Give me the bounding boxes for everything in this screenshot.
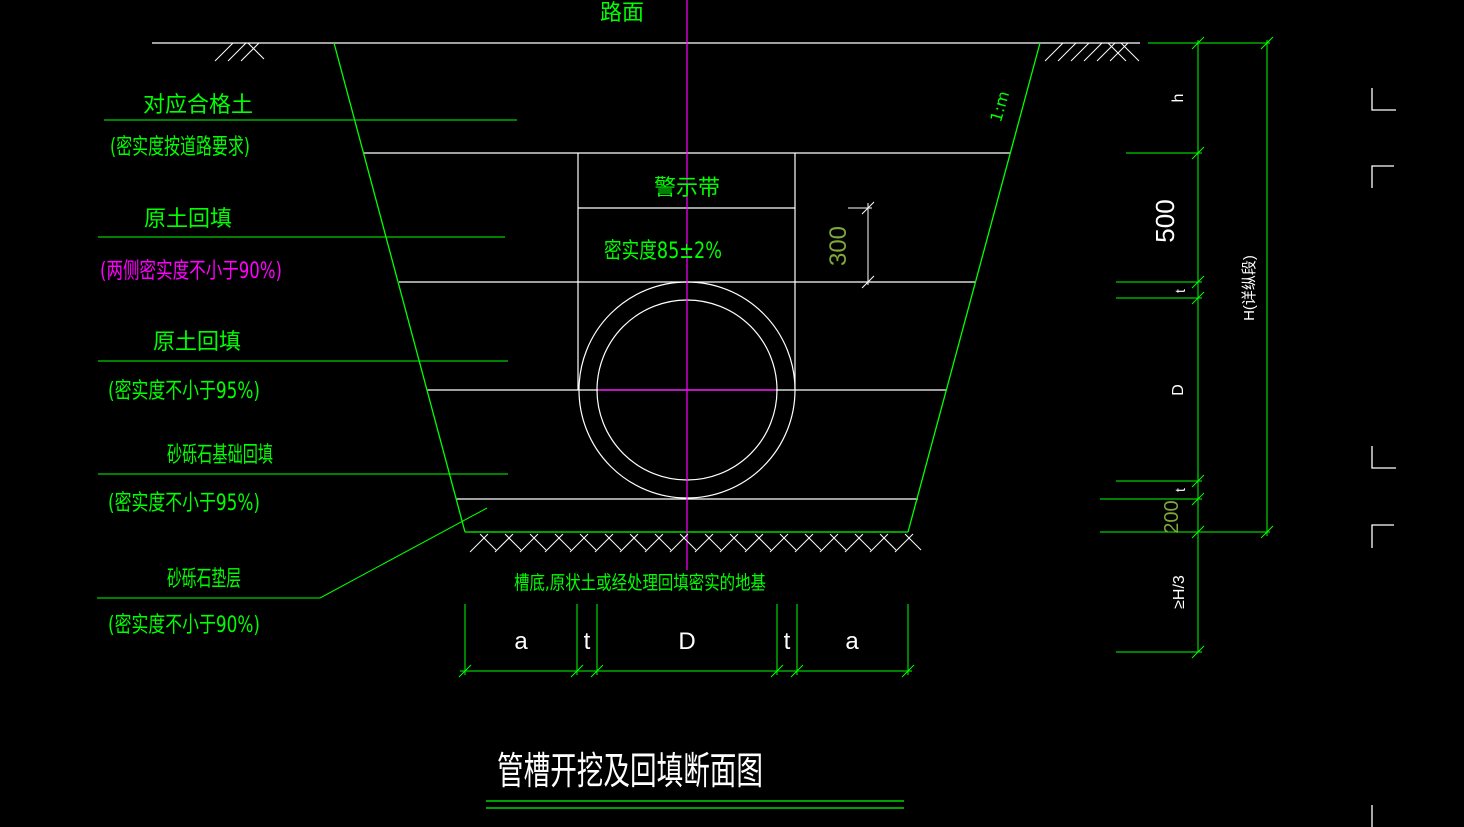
ground-hatch-stroke bbox=[819, 533, 839, 553]
layer5-note: (密实度不小于90%) bbox=[108, 613, 260, 638]
ground-hatch-stroke bbox=[479, 533, 497, 551]
compaction-label: 密实度85±2% bbox=[604, 239, 722, 264]
ground-hatch-stroke bbox=[579, 533, 597, 551]
trench-right-slope bbox=[907, 42, 1041, 533]
layer2-note: (两侧密实度不小于90%) bbox=[100, 259, 282, 284]
layer1-title: 对应合格土 bbox=[143, 93, 253, 118]
dim-h-label: h bbox=[1170, 94, 1187, 103]
ground-hatch-stroke bbox=[744, 533, 764, 553]
ground-hatch-stroke bbox=[854, 533, 872, 551]
ground-hatch-stroke bbox=[619, 533, 639, 553]
ground-hatch-stroke bbox=[894, 533, 914, 553]
dim-t-top-label: t bbox=[1172, 289, 1188, 293]
ground-hatch-right-top bbox=[1044, 42, 1140, 62]
right-dimension-labels: h 500 t D t 200 ≥H/3 H(详纵段) bbox=[1150, 94, 1258, 609]
ground-hatch-stroke bbox=[494, 533, 514, 553]
layer3-note: (密实度不小于95%) bbox=[108, 379, 260, 404]
ground-hatch-left-top bbox=[214, 42, 265, 62]
dim-t-right-label: t bbox=[784, 628, 791, 655]
ground-hatch-stroke bbox=[604, 533, 622, 551]
slope-label: 1:m bbox=[986, 89, 1013, 124]
label-underlines bbox=[97, 119, 517, 599]
dim-t-bottom-label: t bbox=[1172, 488, 1188, 492]
layer3-title: 原土回填 bbox=[153, 330, 241, 355]
ground-hatch-stroke bbox=[544, 533, 564, 553]
layer4-title: 砂砾石基础回填 bbox=[167, 443, 273, 468]
trench-bottom-label: 槽底,原状土或经处理回填密实的地基 bbox=[514, 572, 766, 594]
warning-tape-label: 警示带 bbox=[654, 176, 720, 201]
dim-200-label: 200 bbox=[1161, 500, 1183, 533]
ground-hatch-stroke bbox=[779, 533, 797, 551]
ground-hatch-stroke bbox=[829, 533, 847, 551]
ground-hatch-stroke bbox=[879, 533, 897, 551]
dim-a-left-label: a bbox=[514, 628, 528, 655]
road-surface-label: 路面 bbox=[600, 1, 644, 26]
dim-300-label: 300 bbox=[825, 226, 852, 266]
dim-500-label: 500 bbox=[1150, 199, 1180, 242]
pipe-centerlines bbox=[598, 0, 776, 570]
ground-hatch-stroke bbox=[679, 533, 697, 551]
ground-hatch-stroke bbox=[654, 533, 672, 551]
ground-hatch-stroke bbox=[869, 533, 889, 553]
ground-hatch-stroke bbox=[904, 533, 922, 551]
drawing-title: 管槽开挖及回填断面图 bbox=[497, 749, 763, 793]
layer5-title: 砂砾石垫层 bbox=[167, 567, 241, 592]
ground-hatch-stroke bbox=[644, 533, 664, 553]
ground-hatch-stroke bbox=[729, 533, 747, 551]
ground-hatch-stroke bbox=[769, 533, 789, 553]
ground-hatch-stroke bbox=[529, 533, 547, 551]
ground-hatch-stroke bbox=[569, 533, 589, 553]
dim-H3-label: ≥H/3 bbox=[1171, 575, 1188, 609]
dim-H-total-label: H(详纵段) bbox=[1241, 255, 1258, 321]
layer2-title: 原土回填 bbox=[144, 207, 232, 232]
ground-hatch-stroke bbox=[804, 533, 822, 551]
ground-hatch-stroke bbox=[719, 533, 739, 553]
layer4-note: (密实度不小于95%) bbox=[108, 491, 260, 516]
ground-hatch-stroke bbox=[504, 533, 522, 551]
layer5-leader bbox=[319, 507, 488, 599]
ground-hatch-stroke bbox=[629, 533, 647, 551]
ground-hatch-stroke bbox=[754, 533, 772, 551]
ground-hatching bbox=[214, 42, 1140, 553]
dim-a-right-label: a bbox=[845, 628, 859, 655]
ground-hatch-bottom bbox=[469, 533, 922, 553]
layer1-note: (密实度按道路要求) bbox=[110, 135, 250, 160]
ground-hatch-stroke bbox=[519, 533, 539, 553]
dim-D-label: D bbox=[1170, 384, 1187, 396]
dim-D-bottom-label: D bbox=[678, 628, 695, 655]
ground-hatch-stroke bbox=[694, 533, 714, 553]
drawing-title-block: 管槽开挖及回填断面图 bbox=[486, 749, 904, 809]
ground-hatch-stroke bbox=[669, 533, 689, 553]
ground-hatch-stroke bbox=[594, 533, 614, 553]
ground-hatch-stroke bbox=[844, 533, 864, 553]
ground-hatch-stroke bbox=[704, 533, 722, 551]
bottom-dimension-chain bbox=[458, 604, 915, 678]
viewport-corner-marks bbox=[1371, 88, 1396, 827]
bottom-dimension-labels: a t D t a bbox=[514, 628, 859, 655]
ground-hatch-stroke bbox=[469, 533, 489, 553]
trench-left-slope bbox=[333, 42, 466, 533]
ground-hatch-stroke bbox=[794, 533, 814, 553]
dim-300-group: 300 bbox=[825, 201, 875, 289]
dim-t-left-label: t bbox=[584, 628, 591, 655]
right-dimension-chain bbox=[1100, 36, 1274, 659]
ground-hatch-stroke bbox=[554, 533, 572, 551]
